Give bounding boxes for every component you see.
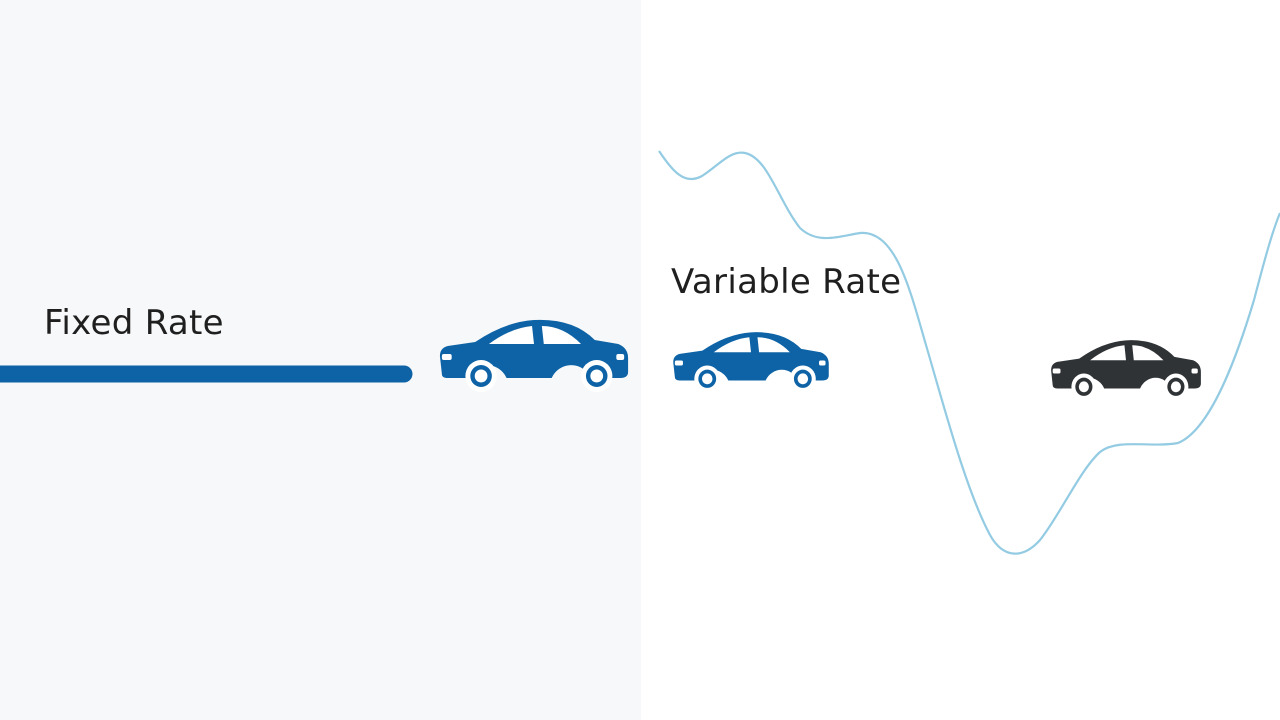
variable-rate-line [658,150,1280,555]
car-icon [1051,340,1201,401]
car-icon [673,332,829,393]
car-icon [439,319,629,392]
variable-rate-label: Variable Rate [671,262,902,302]
fixed-rate-label: Fixed Rate [44,303,224,343]
